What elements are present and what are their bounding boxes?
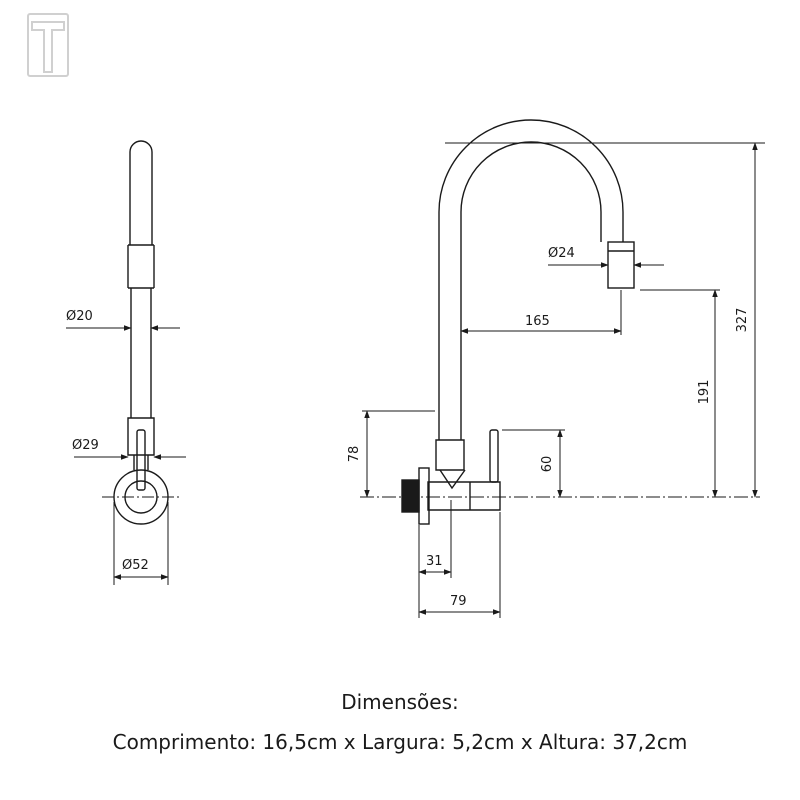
handle-lever — [489, 429, 499, 483]
dimension-labels: Ø20 Ø29 Ø52 Ø24 165 327 191 78 60 31 79 — [66, 246, 750, 609]
label-total-height: 327 — [735, 308, 750, 333]
side-collar — [127, 417, 155, 456]
side-handle — [136, 429, 146, 491]
label-outlet-height: 191 — [697, 380, 712, 405]
label-diameter-outlet: Ø24 — [548, 246, 575, 261]
label-handle-height: 60 — [540, 456, 555, 473]
caption-dimensions-text: Comprimento: 16,5cm x Largura: 5,2cm x A… — [112, 730, 688, 754]
front-view-dimensions — [362, 142, 765, 618]
valve-body — [427, 481, 501, 511]
label-diameter-flange: Ø52 — [122, 558, 149, 573]
label-pivot-height: 78 — [347, 446, 362, 463]
label-diameter-collar: Ø29 — [72, 438, 99, 453]
label-diameter-stem: Ø20 — [66, 309, 93, 324]
side-spout-tube — [129, 140, 153, 245]
gooseneck-spout-outer — [438, 119, 624, 412]
label-body-length: 79 — [450, 594, 467, 609]
spout-outlet — [607, 241, 635, 289]
thread-connector — [401, 479, 420, 513]
side-view — [102, 140, 180, 585]
swivel-joint — [435, 439, 465, 471]
brand-logo — [27, 13, 69, 77]
label-spout-reach: 165 — [525, 314, 550, 329]
caption-title: Dimensões: — [341, 690, 459, 714]
side-view-dimensions — [66, 325, 186, 580]
gooseneck-spout-inner — [460, 141, 602, 412]
label-flange-depth: 31 — [426, 554, 443, 569]
